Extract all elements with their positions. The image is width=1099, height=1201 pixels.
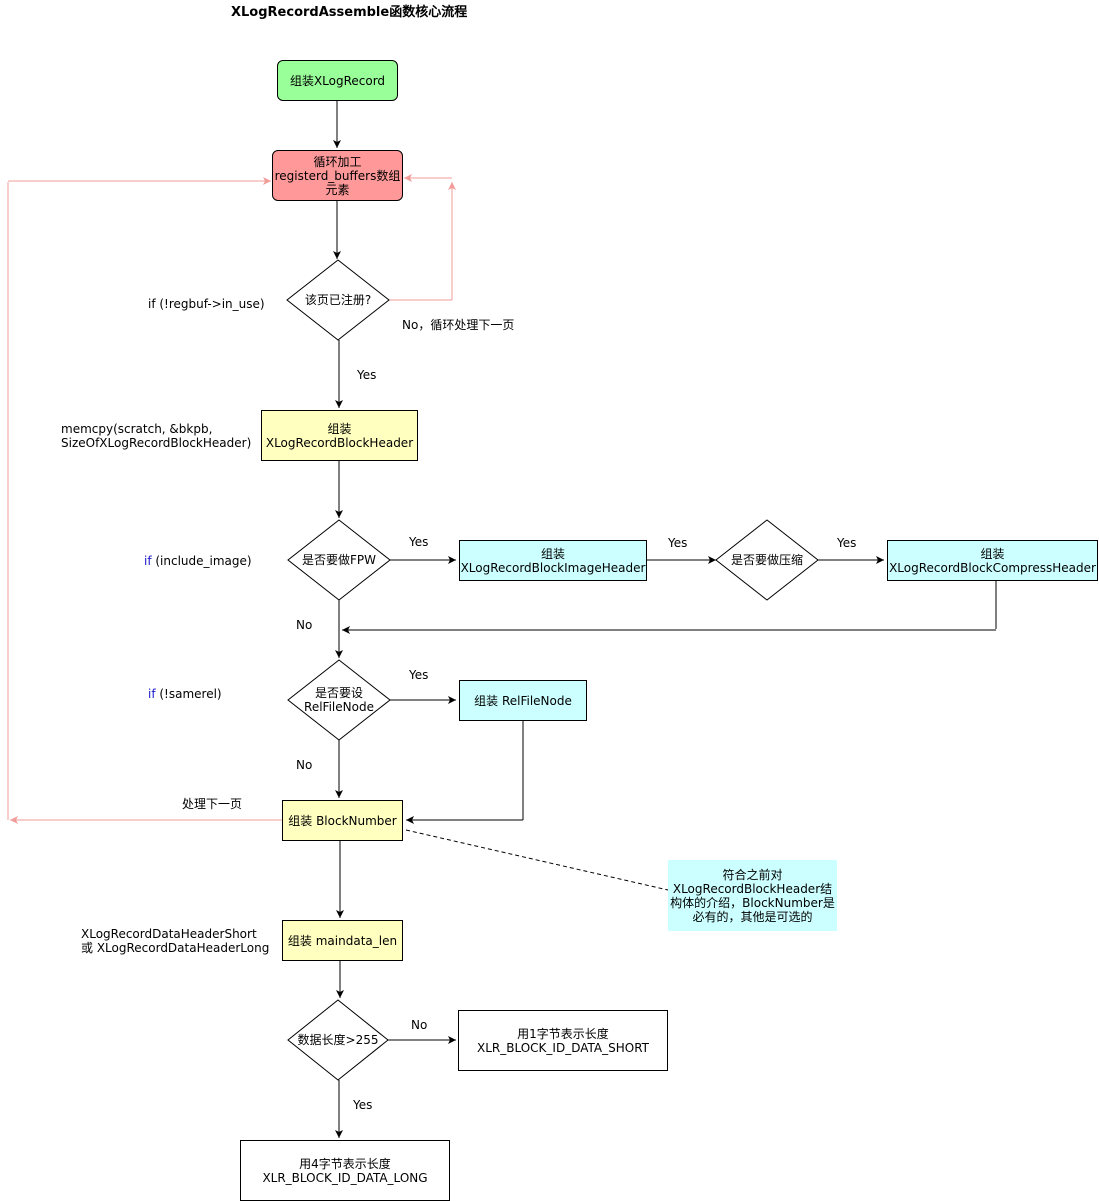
diagram-title: XLogRecordAssemble函数核心流程 — [231, 5, 468, 20]
edge-label-yes-compress: Yes — [668, 536, 688, 550]
code-include-image: if (include_image) — [144, 554, 252, 568]
image-header-label: 组装 XLogRecordBlockImageHeader — [460, 546, 646, 575]
decision-fpw — [287, 519, 391, 601]
edge-label-no-len: No — [411, 1018, 428, 1032]
code-samerel-cond: (!samerel) — [155, 687, 222, 701]
maindata-label: 组装 maindata_len — [287, 933, 398, 948]
edge-label-no-next-page: No，循环处理下一页 — [402, 318, 515, 332]
compress-header-node: 组装 XLogRecordBlockCompressHeader — [887, 540, 1098, 581]
note-text: 符合之前对 XLogRecordBlockHeader结 构体的介绍，Block… — [670, 867, 835, 924]
loop-node-label: 循环加工 registerd_buffers数组 元素 — [274, 154, 401, 197]
blocknumber-label: 组装 BlockNumber — [288, 813, 397, 828]
short-node: 用1字节表示长度 XLR_BLOCK_ID_DATA_SHORT — [458, 1010, 668, 1071]
block-header-label: 组装 XLogRecordBlockHeader — [265, 421, 414, 450]
edge-label-yes-compress2: Yes — [837, 536, 857, 550]
decision-compress-label: 是否要做压缩 — [730, 553, 803, 567]
loop-node: 循环加工 registerd_buffers数组 元素 — [272, 150, 403, 201]
block-header-node: 组装 XLogRecordBlockHeader — [261, 410, 418, 461]
long-node: 用4字节表示长度 XLR_BLOCK_ID_DATA_LONG — [240, 1140, 450, 1201]
compress-header-label: 组装 XLogRecordBlockCompressHeader — [889, 546, 1096, 575]
decision-registered — [286, 259, 390, 341]
note-box: 符合之前对 XLogRecordBlockHeader结 构体的介绍，Block… — [668, 860, 837, 931]
start-node: 组装XLogRecord — [277, 60, 398, 101]
short-label: 用1字节表示长度 XLR_BLOCK_ID_DATA_SHORT — [476, 1026, 649, 1055]
image-header-node: 组装 XLogRecordBlockImageHeader — [459, 540, 647, 581]
edge-label-no-rel: No — [296, 758, 313, 772]
decision-relfilenode — [287, 659, 391, 741]
code-memcpy: memcpy(scratch, &bkpb, SizeOfXLogRecordB… — [61, 422, 252, 450]
edge-label-yes-len: Yes — [353, 1098, 373, 1112]
decision-datalen — [287, 999, 389, 1081]
maindata-node: 组装 maindata_len — [282, 920, 403, 961]
edge-note-dashed — [405, 829, 669, 891]
edge-label-no-fpw: No — [296, 618, 313, 632]
edge-label-next-page: 处理下一页 — [182, 797, 243, 811]
blocknumber-node: 组装 BlockNumber — [282, 800, 403, 841]
decision-relfilenode-label: 是否要设 RelFileNode — [304, 686, 374, 714]
decision-fpw-label: 是否要做FPW — [301, 553, 376, 567]
edge-label-yes1: Yes — [357, 368, 377, 382]
decision-registered-label: 该页已注册? — [304, 293, 372, 307]
code-if-keyword: if — [144, 554, 152, 568]
start-node-label: 组装XLogRecord — [289, 73, 386, 88]
code-include-image-cond: (include_image) — [151, 554, 252, 568]
code-regbuf: if (!regbuf->in_use) — [148, 297, 265, 311]
code-samerel: if (!samerel) — [148, 687, 222, 701]
decision-datalen-label: 数据长度>255 — [297, 1033, 379, 1047]
decision-compress — [715, 519, 819, 601]
relfilenode-node: 组装 RelFileNode — [459, 680, 587, 721]
relfilenode-label: 组装 RelFileNode — [474, 693, 572, 708]
code-if-keyword: if — [148, 687, 156, 701]
edge-label-yes-rel: Yes — [409, 668, 429, 682]
long-label: 用4字节表示长度 XLR_BLOCK_ID_DATA_LONG — [262, 1156, 428, 1185]
edge-label-yes-fpw: Yes — [409, 535, 429, 549]
code-dataheader: XLogRecordDataHeaderShort 或 XLogRecordDa… — [81, 927, 270, 955]
